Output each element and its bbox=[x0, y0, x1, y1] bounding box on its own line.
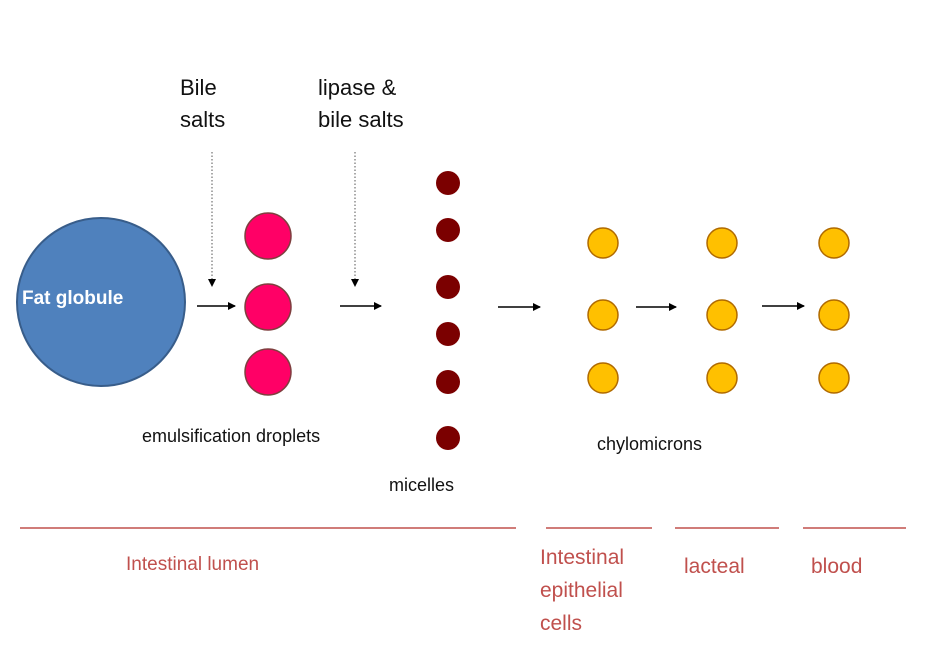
region-label-blood: blood bbox=[811, 555, 863, 578]
lipase-bile-salts-label: lipase & bile salts bbox=[318, 75, 404, 132]
chylomicron bbox=[706, 362, 738, 394]
micelle bbox=[436, 322, 460, 346]
micelles-group bbox=[436, 171, 460, 450]
micelle bbox=[436, 275, 460, 299]
chylomicron bbox=[587, 362, 619, 394]
micelles-label: micelles bbox=[389, 475, 455, 495]
fat-globule-circle bbox=[16, 217, 186, 387]
micelle bbox=[436, 426, 460, 450]
region-label-intestinal-lumen: Intestinal lumen bbox=[126, 554, 260, 575]
chylomicron bbox=[587, 227, 619, 259]
emulsification-droplet bbox=[244, 283, 292, 331]
emulsification-droplet bbox=[244, 348, 292, 396]
chylomicron bbox=[818, 362, 850, 394]
emulsification-droplets-label: emulsification droplets bbox=[142, 426, 321, 446]
micelle bbox=[436, 171, 460, 195]
emulsification-droplet bbox=[244, 212, 292, 260]
chylomicrons-group bbox=[587, 227, 850, 394]
chylomicron bbox=[818, 299, 850, 331]
region-label-lacteal: lacteal bbox=[684, 555, 745, 578]
region-label-epithelial-cells: Intestinal epithelial cells bbox=[540, 546, 625, 635]
emulsification-droplets-group bbox=[244, 212, 292, 396]
chylomicron bbox=[587, 299, 619, 331]
chylomicron bbox=[706, 299, 738, 331]
fat-globule-label: Fat globule bbox=[22, 288, 124, 309]
chylomicron bbox=[706, 227, 738, 259]
chylomicron bbox=[818, 227, 850, 259]
bile-salts-label: Bile salts bbox=[180, 75, 226, 132]
micelle bbox=[436, 370, 460, 394]
micelle bbox=[436, 218, 460, 242]
chylomicrons-label: chylomicrons bbox=[597, 434, 703, 454]
